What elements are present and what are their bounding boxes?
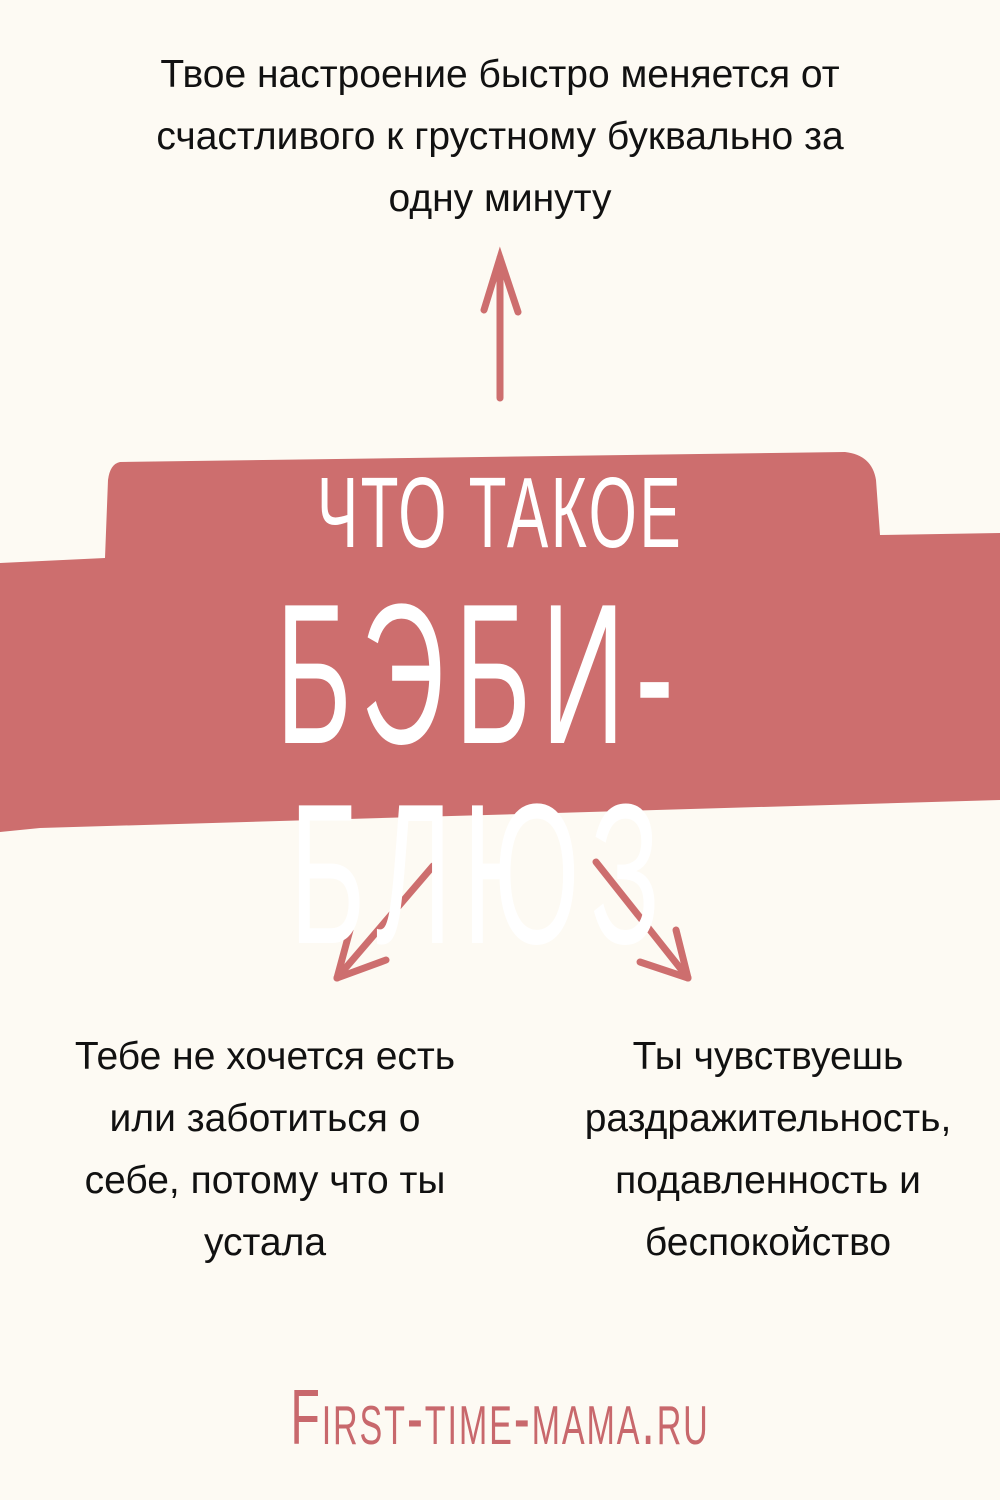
- text-line: устала: [203, 1221, 327, 1264]
- arrow-down-left-icon: [333, 862, 437, 982]
- text-line: себе, потому что ты: [84, 1159, 446, 1202]
- left-description: Тебе не хочется есть или заботиться о се…: [15, 1026, 515, 1274]
- text-line: беспокойство: [644, 1221, 892, 1264]
- banner-subtitle: ЧТО ТАКОЕ: [316, 457, 684, 569]
- text-line: Ты чувствуешь: [632, 1035, 904, 1078]
- banner-shape: [0, 452, 1000, 832]
- top-description: Твое настроение быстро меняется от счаст…: [0, 44, 1000, 230]
- right-description: Ты чувствуешь раздражительность, подавле…: [518, 1026, 1000, 1274]
- arrow-down-right-icon: [592, 858, 692, 982]
- text-line: подавленность и: [615, 1159, 921, 1202]
- text-line: раздражительность,: [584, 1097, 952, 1140]
- arrow-up-icon: [480, 246, 522, 402]
- banner-title: БЭБИ-БЛЮЗ: [275, 563, 685, 986]
- text-line: счастливого к грустному буквально за: [156, 115, 844, 158]
- footer-site-name: First-time-mama.ru: [290, 1373, 710, 1461]
- text-line: одну минуту: [388, 177, 612, 220]
- text-line: Твое настроение быстро меняется от: [160, 53, 840, 96]
- text-line: Тебе не хочется есть: [74, 1035, 456, 1078]
- text-line: или заботиться о: [109, 1097, 421, 1140]
